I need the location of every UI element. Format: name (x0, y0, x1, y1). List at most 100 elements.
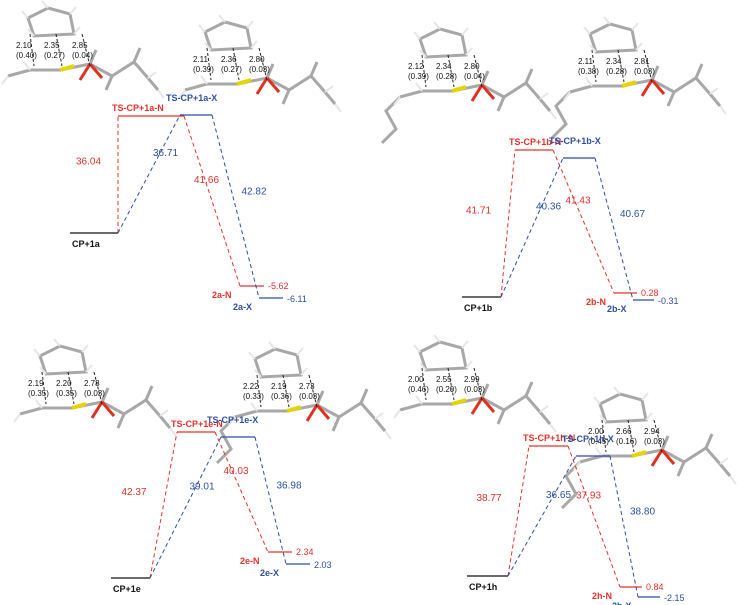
boron-bond (631, 450, 647, 458)
bond-order: (0.46) (408, 385, 429, 394)
hydrogen-bond (603, 16, 611, 25)
oxygen-bond (265, 77, 281, 93)
hydrogen-bond (583, 26, 591, 35)
hydrogen-bond (33, 348, 41, 357)
bond-order: (0.40) (16, 51, 37, 60)
hydrogen-bond (461, 340, 469, 349)
hydrogen-bond (169, 427, 177, 437)
reactant-label: CP+1e (113, 584, 141, 594)
product-n-label: 2h-N (592, 591, 612, 601)
side-chain (380, 95, 402, 145)
methyl-stick (158, 415, 172, 429)
bond-distance: 2.00 (588, 427, 604, 436)
forming-bond-dash (653, 419, 663, 453)
hydrogen-bond (413, 344, 421, 353)
ts-n-structure: 2.10(0.40)2.35(0.27)2.85(0.04) (1, 0, 165, 99)
bond-order: (0.04) (72, 51, 93, 60)
methyl-stick (359, 388, 369, 404)
ts-x-structure: 2.22(0.33)2.19(0.36)2.73(0.03) (215, 341, 392, 465)
panel-1e: 2.19(0.35)2.20(0.35)2.78(0.03)2.22(0.33)… (13, 338, 392, 594)
boron-bond (451, 398, 467, 406)
forming-bond-dash (447, 367, 455, 401)
bond-order: (0.45) (588, 437, 609, 446)
hydrogen-bond (21, 10, 29, 19)
path-x-rise (149, 436, 222, 579)
product-x-energy: -2.15 (664, 593, 685, 603)
bond-distance: 2.80 (249, 55, 265, 64)
cp-ring (418, 27, 468, 59)
hydrogen-bond (433, 21, 441, 30)
methyl-stick (676, 461, 686, 477)
hydrogen-bond (27, 28, 35, 37)
ts-x-structure: 2.11(0.38)2.34(0.28)2.81(0.03) (550, 16, 727, 140)
bond-distance: 2.81 (634, 57, 650, 66)
bond-order: (0.03) (644, 437, 665, 446)
product-x-label: 2h-X (612, 601, 632, 605)
hydrogen-bond (549, 110, 557, 120)
hydrogen-bond (645, 412, 653, 421)
path-n-fall (214, 431, 269, 553)
forming-bond-dash (29, 33, 35, 67)
hydrogen-bond (641, 392, 649, 401)
hydrogen-bond (334, 103, 342, 113)
bond-distance: 2.80 (464, 62, 480, 71)
bond-distance: 2.19 (28, 379, 44, 388)
product-x-label: 2e-X (260, 568, 279, 578)
methyl-stick (538, 98, 552, 112)
path-x-rise (500, 157, 564, 298)
hydrogen-bond (248, 351, 256, 360)
forming-bond-dash (41, 371, 47, 405)
barrier-x-value: 40.36 (536, 202, 561, 213)
product-x-label: 2a-X (233, 302, 252, 312)
reactant-label: CP+1h (469, 582, 497, 592)
hydrogen-bond (613, 386, 621, 395)
ts-n-label: TS-CP+1a-N (112, 103, 164, 113)
hydrogen-bond (539, 92, 549, 100)
hydrogen-bond (218, 14, 226, 23)
path-n-rise (507, 445, 530, 577)
hydrogen-bond (549, 423, 557, 433)
side-chain (550, 90, 572, 140)
product-x-label: 2b-X (607, 304, 627, 314)
boron-bond (236, 78, 252, 86)
methyl-stick (315, 390, 325, 406)
path-x-fall (254, 436, 287, 565)
hydrogen-bond (39, 366, 47, 375)
hydrogen-bond (461, 27, 469, 36)
side-chain (215, 415, 237, 465)
hydrogen-bond (589, 44, 597, 53)
bond-order: (0.03) (634, 67, 655, 76)
hydrogen-bond (147, 71, 157, 79)
path-n-fall (552, 149, 615, 294)
hydrogen-bond (296, 347, 304, 356)
reactant-label: CP+1a (72, 239, 101, 249)
methyl-stick (524, 381, 534, 397)
forming-bond-dash (308, 374, 318, 408)
path-x-rise (507, 455, 577, 577)
forming-bond-dash (617, 49, 625, 83)
methyl-stick (144, 385, 154, 401)
panel-1a: 2.10(0.40)2.35(0.27)2.85(0.04)2.11(0.39)… (1, 0, 342, 312)
cp-ring (203, 20, 253, 52)
bond-order: (0.28) (606, 67, 627, 76)
bond-distance: 2.55 (436, 375, 452, 384)
cp-ring (26, 6, 76, 38)
methyl-stick (116, 413, 126, 429)
cp-ring (253, 347, 303, 379)
bond-distance: 2.12 (408, 62, 424, 71)
oxygen-bond (660, 449, 676, 465)
drop-x-value: 40.67 (620, 209, 645, 220)
barrier-n-value: 36.04 (76, 157, 101, 168)
ts-x-label: TS-CP+1h-X (562, 434, 614, 444)
barrier-x-value: 36.65 (546, 490, 571, 501)
hydrogen-bond (250, 40, 258, 49)
hydrogen-bond (268, 341, 276, 350)
hydrogen-bond (41, 0, 49, 9)
reactant-label: CP+1b (464, 303, 493, 313)
forming-bond-dash (81, 33, 91, 67)
bond-order: (0.36) (271, 392, 292, 401)
path-x-fall (211, 114, 260, 299)
methyl-stick (496, 409, 506, 425)
hydrogen-bond (719, 105, 727, 115)
